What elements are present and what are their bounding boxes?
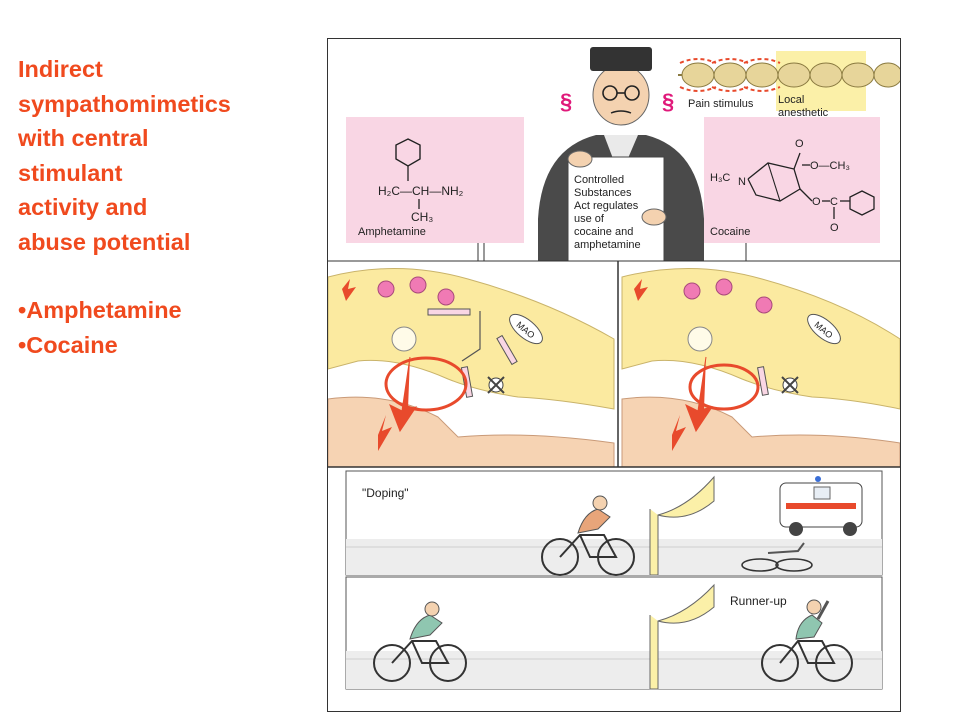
fallen-bicycle — [741, 558, 779, 572]
cyclist-head — [806, 599, 822, 615]
vesicle — [377, 280, 395, 298]
title-line-5: activity and — [18, 194, 148, 220]
fiber-segment — [713, 62, 747, 88]
vesicle — [683, 282, 701, 300]
cocaine-o-ch3: O—CH₃ — [810, 160, 850, 172]
amphetamine-box — [346, 117, 524, 243]
document-line-1: Controlled — [574, 174, 624, 186]
cocaine-n: N — [738, 176, 746, 188]
cocaine-benzene-icon — [849, 190, 875, 216]
race-panel-runner-up: Runner-up — [345, 576, 883, 690]
nerve-terminal — [621, 268, 901, 410]
cocaine-carbonyl-o: O — [795, 138, 804, 150]
fiber-segment — [777, 62, 811, 88]
slide-text-block: Indirect sympathomimetics with central s… — [18, 52, 318, 362]
title-line-4: stimulant — [18, 159, 123, 186]
document-line-2: Substances — [574, 187, 632, 199]
cocaine-ester-o: O — [812, 196, 821, 208]
cocaine-label: Cocaine — [710, 226, 750, 238]
judge-collar — [604, 135, 638, 177]
cyclist-jersey — [795, 614, 823, 640]
lightning-small-icon — [342, 279, 356, 301]
amphetamine-formula-line2: CH₃ — [411, 210, 433, 224]
vesicle — [755, 296, 773, 314]
siren-icon — [815, 476, 821, 482]
bullet-amphetamine: •Amphetamine — [18, 297, 182, 323]
lightning-small-icon — [634, 279, 648, 301]
bicycle-wheel — [541, 538, 579, 576]
finish-banner — [649, 475, 715, 576]
doping-label: "Doping" — [362, 486, 409, 500]
bicycle-wheel — [373, 644, 411, 682]
judge-head — [592, 64, 650, 126]
judge-figure: Controlled Substances Act regulates use … — [538, 47, 704, 262]
illustration-panel: Pain stimulus Local anesthetic effect H₂… — [327, 38, 903, 712]
section-symbol-left: § — [560, 89, 572, 114]
release-vesicle — [391, 326, 417, 352]
amphetamine-molecule — [427, 308, 471, 316]
race-panel-doping: "Doping" — [345, 470, 883, 576]
mao-enzyme — [509, 313, 543, 345]
text-gap — [18, 259, 318, 293]
fiber-segment — [809, 62, 843, 88]
vesicle — [715, 278, 733, 296]
vesicle — [409, 276, 427, 294]
raised-arm — [816, 600, 830, 620]
title-line-3: with central — [18, 125, 149, 151]
finish-banner — [649, 583, 715, 690]
controlled-substances-document — [567, 156, 665, 262]
lightning-icon — [378, 415, 392, 451]
fallen-cyclist — [767, 542, 805, 554]
cyclist-jersey — [409, 614, 443, 640]
title-line-6: abuse potential — [18, 228, 191, 255]
mao-enzyme — [807, 313, 841, 345]
local-anesthetic-label-1: Local — [778, 94, 804, 106]
fiber-segment — [873, 62, 903, 88]
cocaine-molecule — [757, 366, 769, 396]
bullet-cocaine: •Cocaine — [18, 331, 118, 358]
title-line-1: Indirect — [18, 56, 103, 82]
cocaine-ester-carbonyl-o: O — [830, 222, 839, 234]
amphetamine-molecule — [496, 334, 518, 366]
release-arrow-icon — [389, 356, 418, 433]
recycling-arrow — [688, 363, 760, 411]
synapse-cocaine: MAO — [621, 261, 901, 468]
local-anesthetic-label-2: anesthetic — [778, 107, 829, 119]
nerve-fiber: Pain stimulus Local anesthetic effect — [678, 51, 903, 132]
judge-right-hand — [641, 208, 667, 226]
road — [346, 651, 882, 689]
fiber-segment — [681, 62, 715, 88]
vesicle — [437, 288, 455, 306]
illustration-svg: Pain stimulus Local anesthetic effect H₂… — [327, 47, 903, 690]
fiber-segment — [745, 62, 779, 88]
recycling-arrow — [384, 356, 468, 412]
cyclist-jersey — [577, 508, 611, 534]
cocaine-box — [704, 117, 880, 243]
section-symbol-right: § — [662, 89, 674, 114]
cyclist-head — [592, 495, 608, 511]
nerve-terminal — [327, 268, 615, 410]
lightning-icon — [672, 415, 686, 451]
cocaine-h3c: H₃C — [710, 172, 730, 184]
bicycle-wheel — [761, 644, 799, 682]
title-line-2: sympathomimetics — [18, 90, 231, 117]
cyclist-head — [424, 601, 440, 617]
runner-up-label: Runner-up — [730, 594, 787, 608]
cocaine-structure: H₃C N O O—CH₃ O C O Cocaine — [704, 117, 880, 243]
judge-cap — [590, 47, 652, 71]
document-line-6: amphetamine — [574, 239, 641, 251]
judge-left-hand — [567, 150, 593, 168]
amphetamine-structure: H₂C—CH—NH₂ CH₃ Amphetamine — [346, 117, 524, 243]
pain-stimulus-label: Pain stimulus — [688, 98, 754, 110]
document-line-4: use of — [574, 213, 605, 225]
cocaine-ester-c: C — [830, 196, 838, 208]
document-line-5: cocaine and — [574, 226, 633, 238]
amphetamine-label: Amphetamine — [358, 226, 426, 238]
release-vesicle — [687, 326, 713, 352]
amphetamine-formula-line1: H₂C—CH—NH₂ — [378, 184, 464, 198]
fiber-segment — [841, 62, 875, 88]
document-line-3: Act regulates — [574, 200, 639, 212]
release-arrow-icon — [685, 356, 714, 433]
synapse-amphetamine: MAO — [327, 261, 615, 468]
